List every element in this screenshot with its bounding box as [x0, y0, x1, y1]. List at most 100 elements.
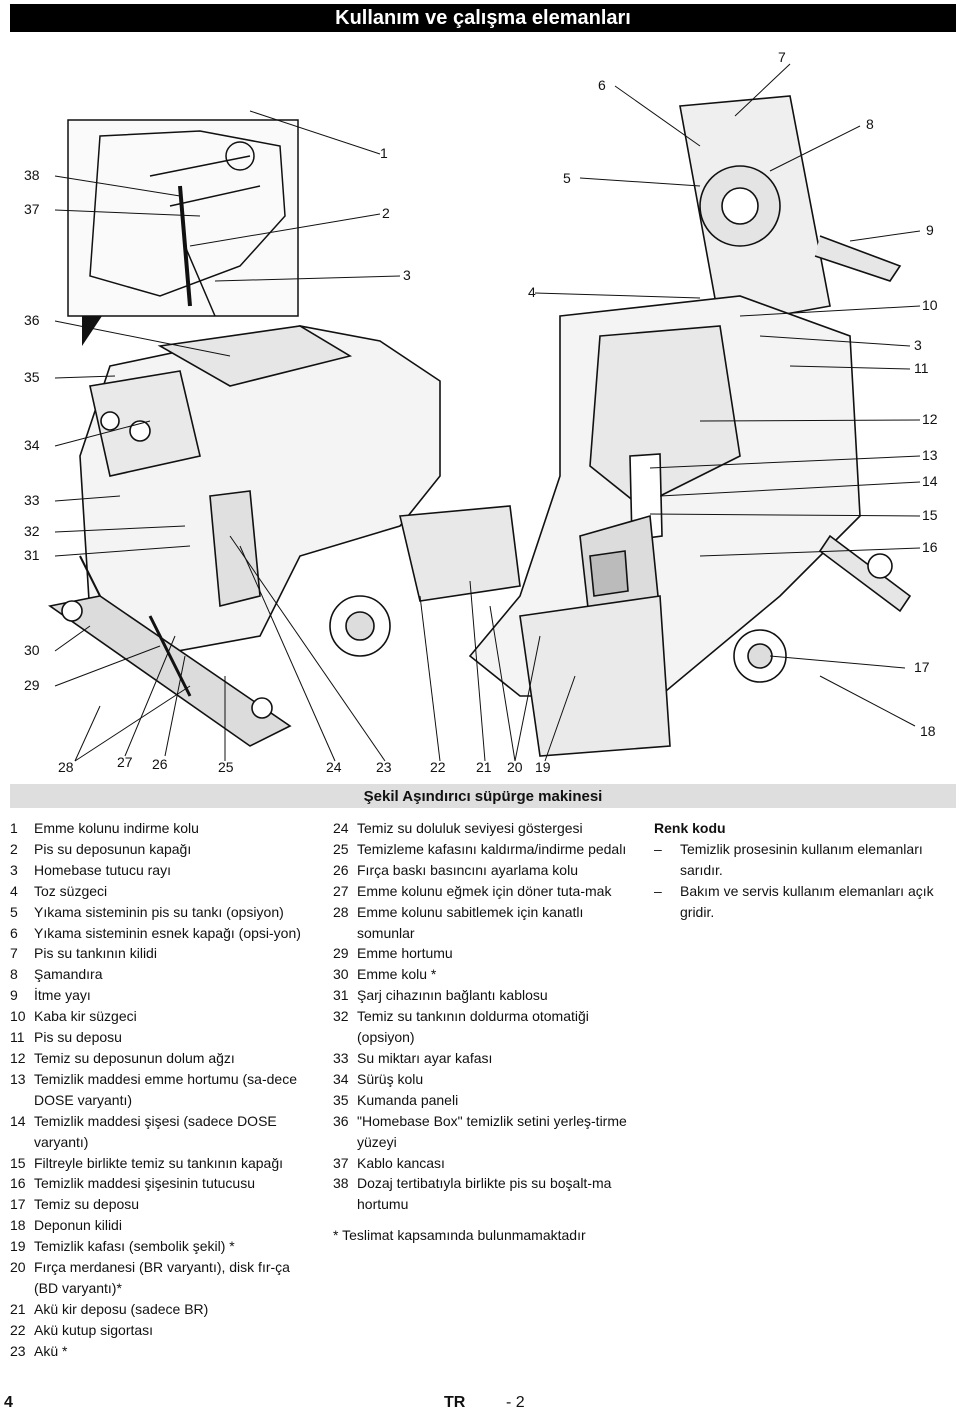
item-number: 4: [10, 882, 18, 899]
callout-21: 21: [476, 759, 492, 775]
item-number: 3: [10, 861, 18, 878]
list-item: 4 Toz süzgeci: [10, 881, 310, 902]
item-number: 28: [333, 903, 349, 920]
item-number: 10: [10, 1008, 26, 1025]
callout-25: 25: [218, 759, 234, 775]
list-item: 34 Sürüş kolu: [333, 1069, 633, 1090]
list-item: 15 Filtreyle birlikte temiz su tankının k…: [10, 1153, 310, 1174]
item-text: Temiz su deposunun dolum ağzı: [34, 1049, 235, 1066]
item-text: Şamandıra: [34, 966, 103, 983]
item-text: Deponun kilidi: [34, 1217, 122, 1234]
item-number: 2: [10, 840, 18, 857]
item-number: 24: [333, 820, 349, 836]
callout-31: 31: [24, 547, 40, 563]
item-text: Fırça merdanesi (BR varyantı), disk fır-…: [34, 1259, 290, 1296]
callout-23: 23: [376, 759, 392, 775]
leader-lines: [54, 63, 921, 762]
item-number: 37: [333, 1154, 349, 1171]
inset-detail: [67, 119, 299, 317]
item-number: 35: [333, 1091, 349, 1108]
callout-3b: 3: [914, 337, 922, 353]
item-number: 15: [10, 1154, 26, 1171]
list-item: 12 Temiz su deposunun dolum ağzı: [10, 1048, 310, 1069]
list-item: 3 Homebase tutucu rayı: [10, 860, 310, 881]
footnote: * Teslimat kapsamında bulunmamaktadır: [333, 1227, 586, 1244]
item-number: 34: [333, 1070, 349, 1087]
callout-22: 22: [430, 759, 446, 775]
callout-4: 4: [528, 284, 536, 300]
item-text: Yıkama sisteminin pis su tankı (opsiyon): [34, 903, 284, 920]
list-item: 19 Temizlik kafası (sembolik şekil) *: [10, 1236, 310, 1257]
item-number: 18: [10, 1217, 26, 1234]
item-text: Homebase tutucu rayı: [34, 861, 171, 878]
item-text: Akü *: [34, 1342, 68, 1359]
color-legend: Renk kodu – Temizlik prosesinin kullanım…: [654, 818, 954, 923]
item-text: Sürüş kolu: [357, 1070, 424, 1087]
callout-19: 19: [535, 759, 551, 775]
item-number: 13: [10, 1070, 26, 1087]
item-number: 30: [333, 966, 349, 983]
callout-20: 20: [507, 759, 523, 775]
item-text: Toz süzgeci: [34, 882, 108, 899]
item-text: Temizlik maddesi emme hortumu (sa-dece D…: [34, 1070, 297, 1108]
item-text: Akü kir deposu (sadece BR): [34, 1300, 209, 1317]
machine-illustration: 7 6 8 1 38 5 9 37 2 3 4 10 36 3 35 11 12…: [24, 49, 938, 775]
item-number: 5: [10, 903, 18, 920]
callout-29: 29: [24, 677, 40, 693]
item-text: Temizlik kafası (sembolik şekil) *: [34, 1238, 235, 1255]
item-number: 21: [10, 1300, 26, 1317]
legend-text: Temizlik prosesinin kullanım elemanları …: [680, 840, 923, 878]
item-text: Temizleme kafasını kaldırma/indirme peda…: [357, 840, 627, 857]
item-text: Filtreyle birlikte temiz su tankının kap…: [34, 1154, 283, 1171]
callout-18: 18: [920, 723, 936, 739]
callout-38: 38: [24, 167, 40, 183]
item-text: Temiz su doluluk seviyesi göstergesi: [357, 820, 583, 836]
callout-37: 37: [24, 201, 40, 217]
callout-3: 3: [403, 267, 411, 283]
list-item: 9 İtme yayı: [10, 985, 310, 1006]
callout-34: 34: [24, 437, 40, 453]
item-number: 7: [10, 945, 18, 962]
item-number: 12: [10, 1049, 26, 1066]
item-text: Dozaj tertibatıyla birlikte pis su boşal…: [357, 1175, 612, 1213]
item-number: 19: [10, 1238, 26, 1255]
list-item: 18 Deponun kilidi: [10, 1215, 310, 1236]
item-text: Şarj cihazının bağlantı kablosu: [357, 987, 548, 1004]
callout-24: 24: [326, 759, 342, 775]
list-item: 5 Yıkama sisteminin pis su tankı (opsiyon…: [10, 902, 310, 923]
legend-heading: Renk kodu: [654, 820, 726, 836]
item-number: 16: [10, 1175, 26, 1192]
callout-7: 7: [778, 49, 786, 65]
item-number: 9: [10, 987, 18, 1004]
item-text: Emme kolunu indirme kolu: [34, 820, 199, 836]
item-number: 6: [10, 924, 18, 941]
page-title: Kullanım ve çalışma elemanları: [10, 4, 956, 32]
item-number: 26: [333, 861, 349, 878]
item-text: Temiz su deposu: [34, 1196, 140, 1213]
item-text: Kumanda paneli: [357, 1091, 459, 1108]
legend-dash: –: [654, 882, 662, 899]
item-text: "Homebase Box" temizlik setini yerleş-ti…: [357, 1112, 627, 1150]
item-text: İtme yayı: [34, 987, 91, 1004]
legend-text: Bakım ve servis kullanım elemanları açık…: [680, 882, 934, 920]
list-item: 36"Homebase Box" temizlik setini yerleş-…: [333, 1111, 633, 1153]
item-text: Emme kolunu eğmek için döner tuta-mak: [357, 882, 612, 899]
callout-2: 2: [382, 205, 390, 221]
item-number: 1: [10, 820, 18, 836]
list-item: 1 Emme kolunu indirme kolu: [10, 818, 310, 839]
item-text: Pis su deposu: [34, 1029, 122, 1046]
callout-32: 32: [24, 523, 40, 539]
item-number: 17: [10, 1196, 26, 1213]
item-number: 25: [333, 840, 349, 857]
